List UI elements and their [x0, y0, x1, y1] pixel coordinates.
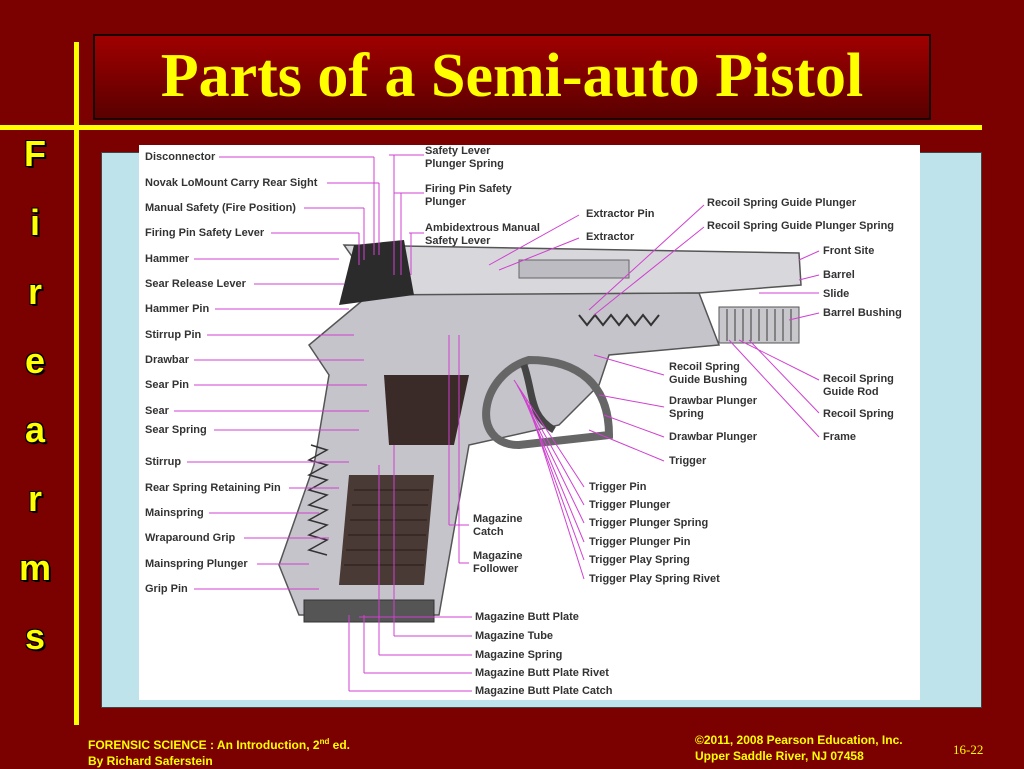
label-sear-pin: Sear Pin: [145, 379, 190, 391]
label-sear: Sear: [145, 405, 169, 417]
label-magazine-follower: Magazine Follower: [473, 550, 523, 575]
label-grip-pin: Grip Pin: [145, 583, 188, 595]
label-manual-safety: Manual Safety (Fire Position): [145, 202, 296, 214]
pistol-diagram: Disconnector Novak LoMount Carry Rear Si…: [139, 145, 920, 700]
label-magazine-tube: Magazine Tube: [475, 630, 554, 642]
label-frame: Frame: [823, 431, 857, 443]
label-recoil-spring-guide-rod: Recoil Spring Guide Rod: [823, 373, 894, 398]
footer-left: FORENSIC SCIENCE : An Introduction, 2nd …: [88, 734, 350, 769]
label-magazine-butt-plate-rivet: Magazine Butt Plate Rivet: [475, 667, 609, 679]
title-box: Parts of a Semi-auto Pistol: [93, 34, 931, 120]
label-trigger-play-spring-rivet: Trigger Play Spring Rivet: [589, 573, 720, 585]
edition-suffix: ed.: [329, 738, 351, 752]
label-sear-spring: Sear Spring: [145, 424, 207, 436]
side-letter: r: [27, 478, 42, 519]
label-recoil-spring-guide-plunger-spring: Recoil Spring Guide Plunger Spring: [707, 220, 895, 232]
footer-right: ©2011, 2008 Pearson Education, Inc. Uppe…: [695, 732, 903, 764]
label-trigger: Trigger: [669, 455, 707, 467]
label-magazine-butt-plate: Magazine Butt Plate: [475, 611, 579, 623]
label-slide: Slide: [823, 288, 850, 300]
label-sear-release-lever: Sear Release Lever: [145, 278, 246, 290]
label-firing-pin-safety-plunger: Firing Pin Safety Plunger: [425, 183, 512, 208]
label-magazine-catch: Magazine Catch: [473, 513, 523, 538]
footer-book-title: FORENSIC SCIENCE : An Introduction, 2nd …: [88, 734, 350, 753]
label-extractor-pin: Extractor Pin: [586, 208, 655, 220]
label-trigger-plunger: Trigger Plunger: [589, 499, 671, 511]
label-hammer: Hammer: [145, 253, 190, 265]
side-letter: r: [27, 271, 42, 312]
label-trigger-pin: Trigger Pin: [589, 481, 647, 493]
footer-copyright: ©2011, 2008 Pearson Education, Inc.: [695, 733, 903, 747]
edition-superscript: nd: [319, 737, 330, 746]
side-word-firearms: F i r e a r m s: [0, 134, 70, 686]
vertical-divider: [74, 42, 79, 725]
label-drawbar-plunger: Drawbar Plunger: [669, 431, 758, 443]
label-trigger-plunger-pin: Trigger Plunger Pin: [589, 536, 691, 548]
label-trigger-plunger-spring: Trigger Plunger Spring: [589, 517, 709, 529]
label-rear-spring-retaining-pin: Rear Spring Retaining Pin: [145, 482, 281, 494]
label-recoil-spring-guide-plunger: Recoil Spring Guide Plunger: [707, 197, 857, 209]
side-letter: m: [18, 547, 51, 588]
label-disconnector: Disconnector: [145, 151, 216, 163]
book-title-text: FORENSIC SCIENCE : An Introduction, 2: [88, 738, 320, 752]
label-recoil-spring: Recoil Spring: [823, 408, 894, 420]
label-magazine-spring: Magazine Spring: [475, 649, 563, 661]
page-number: 16-22: [953, 742, 984, 757]
label-stirrup: Stirrup: [145, 456, 182, 468]
label-rear-sight: Novak LoMount Carry Rear Sight: [145, 177, 318, 189]
side-letter: e: [24, 340, 46, 381]
label-hammer-pin: Hammer Pin: [145, 303, 210, 315]
label-drawbar-plunger-spring: Drawbar Plunger Spring: [669, 395, 758, 420]
label-recoil-spring-guide-bushing: Recoil Spring Guide Bushing: [669, 361, 748, 386]
label-barrel-bushing: Barrel Bushing: [823, 307, 902, 319]
side-letter: s: [24, 616, 46, 657]
label-mainspring-plunger: Mainspring Plunger: [145, 558, 248, 570]
side-letter: F: [24, 133, 46, 174]
label-trigger-play-spring: Trigger Play Spring: [589, 554, 690, 566]
footer-address: Upper Saddle River, NJ 07458: [695, 749, 864, 763]
footer-author: By Richard Saferstein: [88, 754, 213, 768]
label-firing-pin-safety-lever: Firing Pin Safety Lever: [145, 227, 265, 239]
label-ambidextrous-safety-lever: Ambidextrous Manual Safety Lever: [425, 222, 540, 247]
label-extractor: Extractor: [586, 231, 635, 243]
side-letter: a: [24, 409, 46, 450]
label-mainspring: Mainspring: [145, 507, 204, 519]
slide-title: Parts of a Semi-auto Pistol: [160, 42, 864, 110]
horizontal-divider: [0, 125, 982, 130]
label-barrel: Barrel: [823, 269, 855, 281]
label-magazine-butt-plate-catch: Magazine Butt Plate Catch: [475, 685, 613, 697]
label-wraparound-grip: Wraparound Grip: [145, 532, 236, 544]
side-letter: i: [29, 202, 40, 243]
label-front-site: Front Site: [823, 245, 875, 257]
label-safety-lever-plunger-spring: Safety Lever Plunger Spring: [425, 145, 504, 170]
label-drawbar: Drawbar: [145, 354, 190, 366]
pistol-illustration: [174, 154, 820, 692]
label-stirrup-pin: Stirrup Pin: [145, 329, 202, 341]
